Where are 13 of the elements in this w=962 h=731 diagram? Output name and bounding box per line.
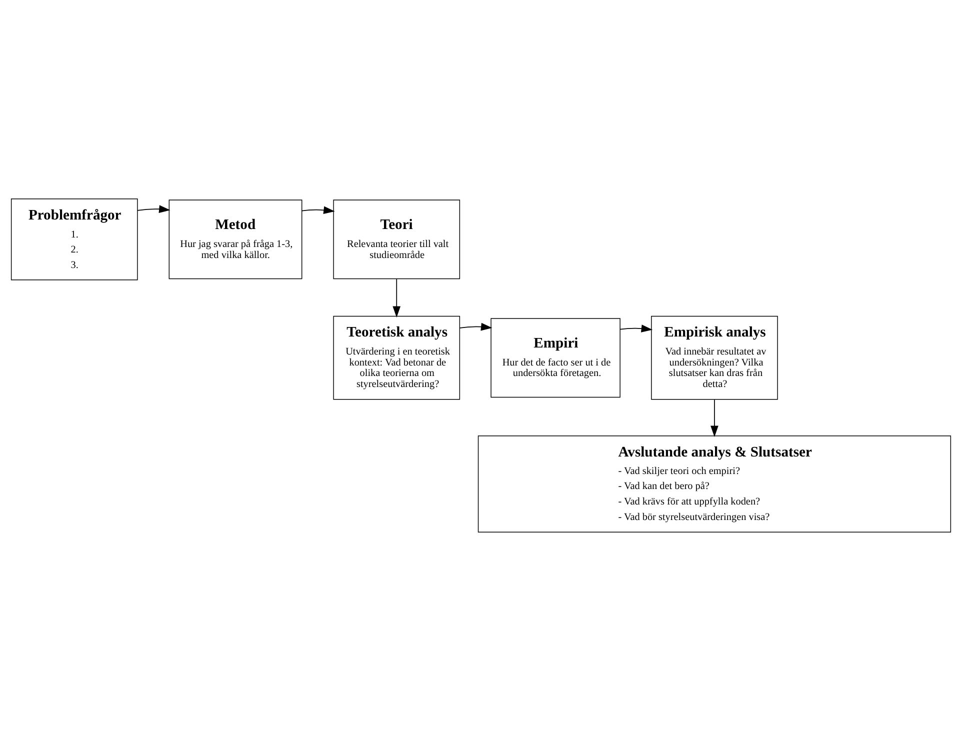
arrow <box>460 322 492 331</box>
node-box: Problemfrågor 1. 2. 3. <box>10 198 138 280</box>
arrow <box>620 324 653 332</box>
arrow <box>710 399 718 437</box>
node-box: Teori Relevanta teorier till valt studieområde <box>333 200 460 280</box>
node-box: Metod Hur jag svarar på fråga 1-3, med vilka källor. <box>168 200 302 280</box>
arrow <box>301 206 335 214</box>
node-box: Teoretisk analys Utvärdering i en teoretisk kontext: Vad betonar de olika teorierna om styrelseutvärdering? <box>333 316 460 400</box>
arrow <box>137 205 170 214</box>
node-box: Empirisk analys Vad innebär resultatet av undersökningen? Vilka slutsatser kan dras från detta? <box>651 316 778 400</box>
node-box: Empiri Hur det de facto ser ut i de undersökta företagen. <box>490 318 620 398</box>
arrow <box>392 278 401 318</box>
node-box: Avslutande analys & Slutsatser - Vad skiljer teori och empiri? - Vad kan det bero på? - Vad krävs för att uppfylla koden? - Vad bör styrelseutvärderingen visa? <box>478 435 952 532</box>
